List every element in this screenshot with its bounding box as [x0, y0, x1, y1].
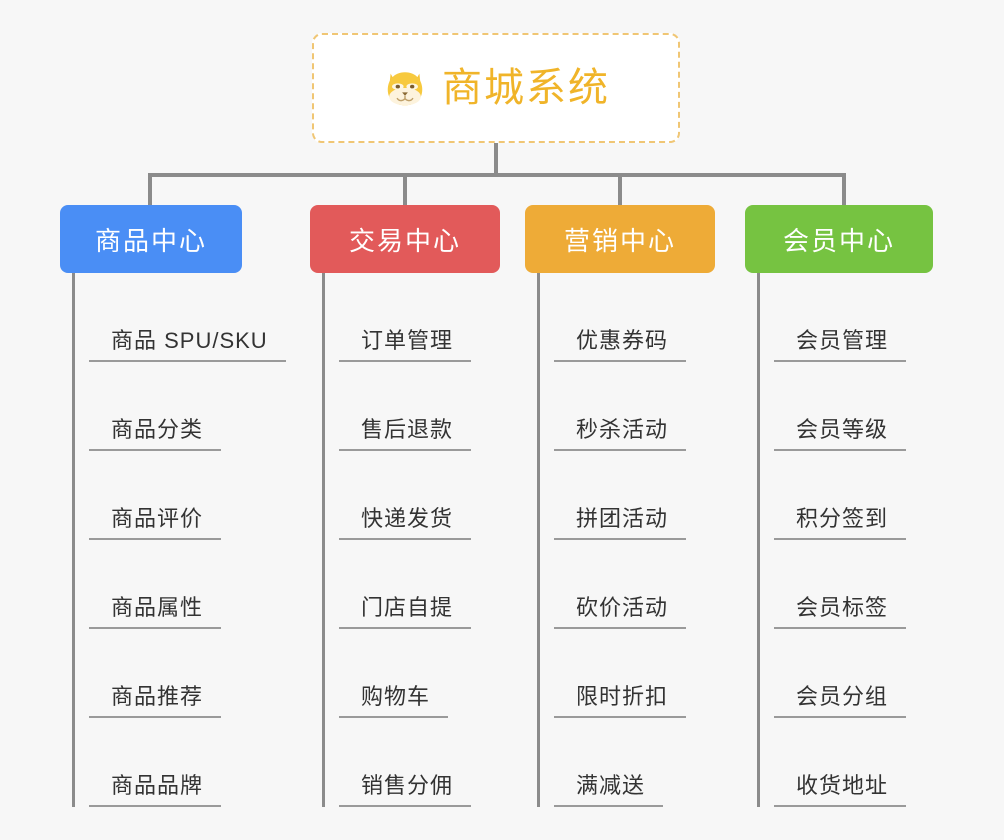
branch-body-0: 商品 SPU/SKU 商品分类 商品评价 商品属性 商品推荐 商品品牌 [72, 273, 312, 807]
leaf-item[interactable]: 快递发货 [339, 451, 540, 540]
leaf-label: 会员等级 [774, 417, 907, 451]
branch-商品中心: 商品中心 商品 SPU/SKU 商品分类 商品评价 商品属性 商品推荐 商品品牌 [60, 205, 312, 807]
leaf-label: 商品 SPU/SKU [89, 328, 286, 362]
connector-root-stem [494, 143, 498, 176]
leaf-item[interactable]: 收货地址 [774, 718, 975, 807]
leaf-label: 会员管理 [774, 328, 907, 362]
dog-face-icon [387, 72, 423, 106]
branch-header-3[interactable]: 会员中心 [745, 205, 933, 273]
leaf-label: 满减送 [554, 773, 664, 807]
leaf-item[interactable]: 商品 SPU/SKU [89, 273, 312, 362]
branch-header-0[interactable]: 商品中心 [60, 205, 242, 273]
leaf-label: 收货地址 [774, 773, 907, 807]
leaf-label: 快递发货 [339, 506, 472, 540]
leaf-label: 商品推荐 [89, 684, 222, 718]
leaf-item[interactable]: 会员标签 [774, 540, 975, 629]
branch-会员中心: 会员中心 会员管理 会员等级 积分签到 会员标签 会员分组 收货地址 [745, 205, 975, 807]
branch-header-1[interactable]: 交易中心 [310, 205, 500, 273]
branch-body-3: 会员管理 会员等级 积分签到 会员标签 会员分组 收货地址 [757, 273, 975, 807]
leaf-item[interactable]: 会员等级 [774, 362, 975, 451]
leaf-item[interactable]: 秒杀活动 [554, 362, 755, 451]
connector-drop-4 [842, 173, 846, 207]
leaf-label: 会员标签 [774, 595, 907, 629]
root-title: 商城系统 [442, 66, 610, 110]
leaf-item[interactable]: 商品分类 [89, 362, 312, 451]
leaf-label: 拼团活动 [554, 506, 687, 540]
leaf-label: 购物车 [339, 684, 449, 718]
branch-body-2: 优惠券码 秒杀活动 拼团活动 砍价活动 限时折扣 满减送 [537, 273, 755, 807]
leaf-item[interactable]: 限时折扣 [554, 629, 755, 718]
leaf-item[interactable]: 砍价活动 [554, 540, 755, 629]
leaf-item[interactable]: 门店自提 [339, 540, 540, 629]
connector-drop-1 [148, 173, 152, 207]
branch-交易中心: 交易中心 订单管理 售后退款 快递发货 门店自提 购物车 销售分佣 [310, 205, 540, 807]
leaf-label: 商品属性 [89, 595, 222, 629]
leaf-label: 优惠券码 [554, 328, 687, 362]
leaf-label: 商品评价 [89, 506, 222, 540]
connector-horizontal-bus [148, 173, 846, 177]
branch-营销中心: 营销中心 优惠券码 秒杀活动 拼团活动 砍价活动 限时折扣 满减送 [525, 205, 755, 807]
leaf-item[interactable]: 购物车 [339, 629, 540, 718]
leaf-item[interactable]: 订单管理 [339, 273, 540, 362]
branch-header-2[interactable]: 营销中心 [525, 205, 715, 273]
leaf-label: 门店自提 [339, 595, 472, 629]
leaf-label: 售后退款 [339, 417, 472, 451]
leaf-label: 限时折扣 [554, 684, 687, 718]
leaf-item[interactable]: 拼团活动 [554, 451, 755, 540]
leaf-item[interactable]: 优惠券码 [554, 273, 755, 362]
leaf-label: 秒杀活动 [554, 417, 687, 451]
leaf-item[interactable]: 商品推荐 [89, 629, 312, 718]
leaf-item[interactable]: 商品评价 [89, 451, 312, 540]
leaf-label: 商品品牌 [89, 773, 222, 807]
leaf-label: 砍价活动 [554, 595, 687, 629]
connector-drop-3 [618, 173, 622, 207]
leaf-label: 商品分类 [89, 417, 222, 451]
leaf-item[interactable]: 商品品牌 [89, 718, 312, 807]
leaf-item[interactable]: 会员管理 [774, 273, 975, 362]
leaf-label: 销售分佣 [339, 773, 472, 807]
leaf-label: 会员分组 [774, 684, 907, 718]
connector-drop-2 [403, 173, 407, 207]
leaf-label: 订单管理 [339, 328, 472, 362]
root-node[interactable]: 商城系统 [312, 33, 680, 143]
branch-body-1: 订单管理 售后退款 快递发货 门店自提 购物车 销售分佣 [322, 273, 540, 807]
leaf-item[interactable]: 会员分组 [774, 629, 975, 718]
leaf-item[interactable]: 满减送 [554, 718, 755, 807]
leaf-label: 积分签到 [774, 506, 907, 540]
leaf-item[interactable]: 商品属性 [89, 540, 312, 629]
leaf-item[interactable]: 售后退款 [339, 362, 540, 451]
leaf-item[interactable]: 销售分佣 [339, 718, 540, 807]
leaf-item[interactable]: 积分签到 [774, 451, 975, 540]
